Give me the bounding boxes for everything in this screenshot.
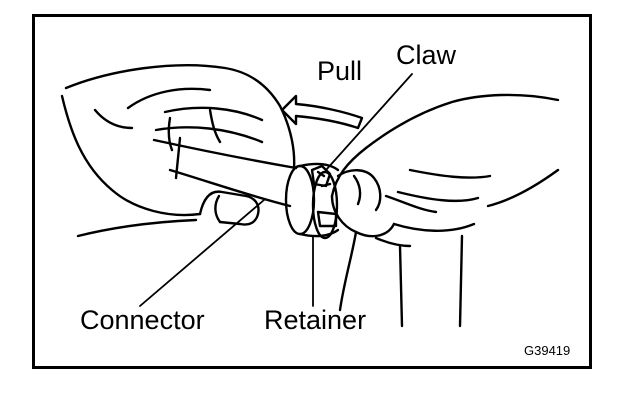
claw-tab — [310, 164, 332, 188]
retainer-ring — [284, 162, 340, 240]
connector-body — [152, 136, 298, 208]
pull-arrow — [280, 94, 364, 130]
leader-lines — [139, 73, 413, 307]
figure-code: G39419 — [524, 343, 571, 358]
connector-label: Connector — [80, 305, 205, 335]
diagram-frame — [32, 14, 592, 369]
left-hand — [60, 64, 296, 238]
connector-leader-line — [139, 199, 265, 307]
claw-leader-line — [325, 73, 413, 171]
pull-label: Pull — [317, 56, 363, 86]
right-hand — [330, 93, 560, 328]
retainer-label: Retainer — [264, 305, 367, 335]
claw-label: Claw — [396, 40, 457, 70]
